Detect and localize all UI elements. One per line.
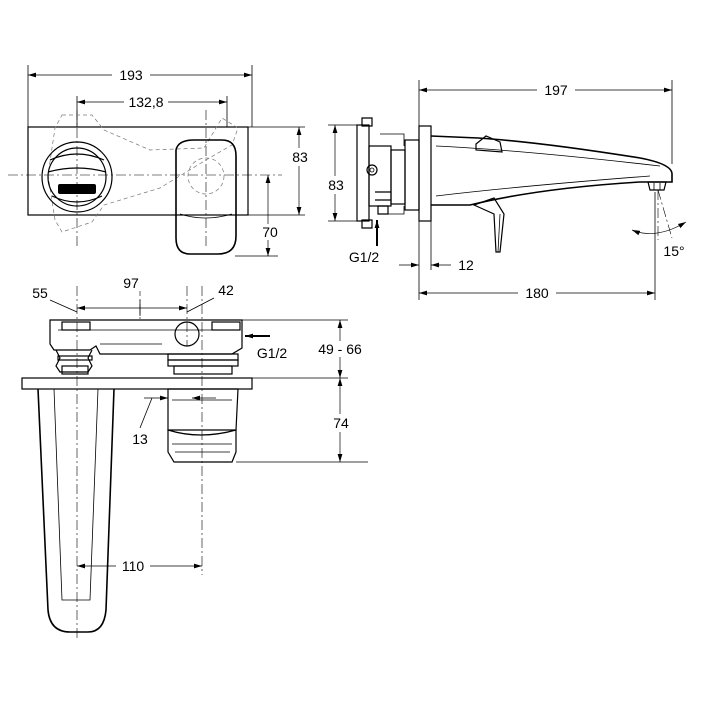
top-view: 97 55 42 G1/2 49 - 66 74 13 110 <box>21 275 370 640</box>
top-wall-plate <box>21 377 253 390</box>
dim-front-lever-height: 70 <box>262 224 278 240</box>
dim-top-left-offset: 55 <box>32 285 48 301</box>
dim-body-offset: 13 <box>132 431 148 447</box>
front-lever-handle <box>175 139 237 255</box>
dim-side-gap: 12 <box>458 257 474 273</box>
dim-front-width: 193 <box>119 67 143 83</box>
dim-front-inner: 132,8 <box>128 94 163 110</box>
dim-spout-length-wall: 180 <box>525 285 549 301</box>
top-spout <box>37 388 115 633</box>
dim-front-height: 83 <box>292 149 308 165</box>
dim-spout-length-total: 197 <box>544 82 568 98</box>
front-diverter-cap <box>41 141 113 213</box>
dim-wall-depth-range: 49 - 66 <box>318 341 362 357</box>
dim-spout-projection: 110 <box>122 558 145 574</box>
side-view: 197 83 G1/2 12 180 15° <box>322 80 687 301</box>
label-thread-top: G1/2 <box>257 345 288 361</box>
side-mounting-flange <box>356 124 370 222</box>
side-spout <box>430 135 673 206</box>
dim-side-height: 83 <box>328 177 344 193</box>
dim-spout-angle: 15° <box>663 243 684 259</box>
top-concealed-body <box>49 319 243 355</box>
dim-body-depth: 74 <box>333 415 349 431</box>
top-handle <box>167 388 239 431</box>
front-wall-plate <box>27 126 249 216</box>
dim-top-center-spacing: 97 <box>123 275 139 291</box>
dim-top-right-offset: 42 <box>218 282 234 298</box>
label-thread-side: G1/2 <box>349 249 380 265</box>
side-wall-plate <box>418 125 432 222</box>
front-view: 193 132,8 83 70 <box>8 65 317 257</box>
